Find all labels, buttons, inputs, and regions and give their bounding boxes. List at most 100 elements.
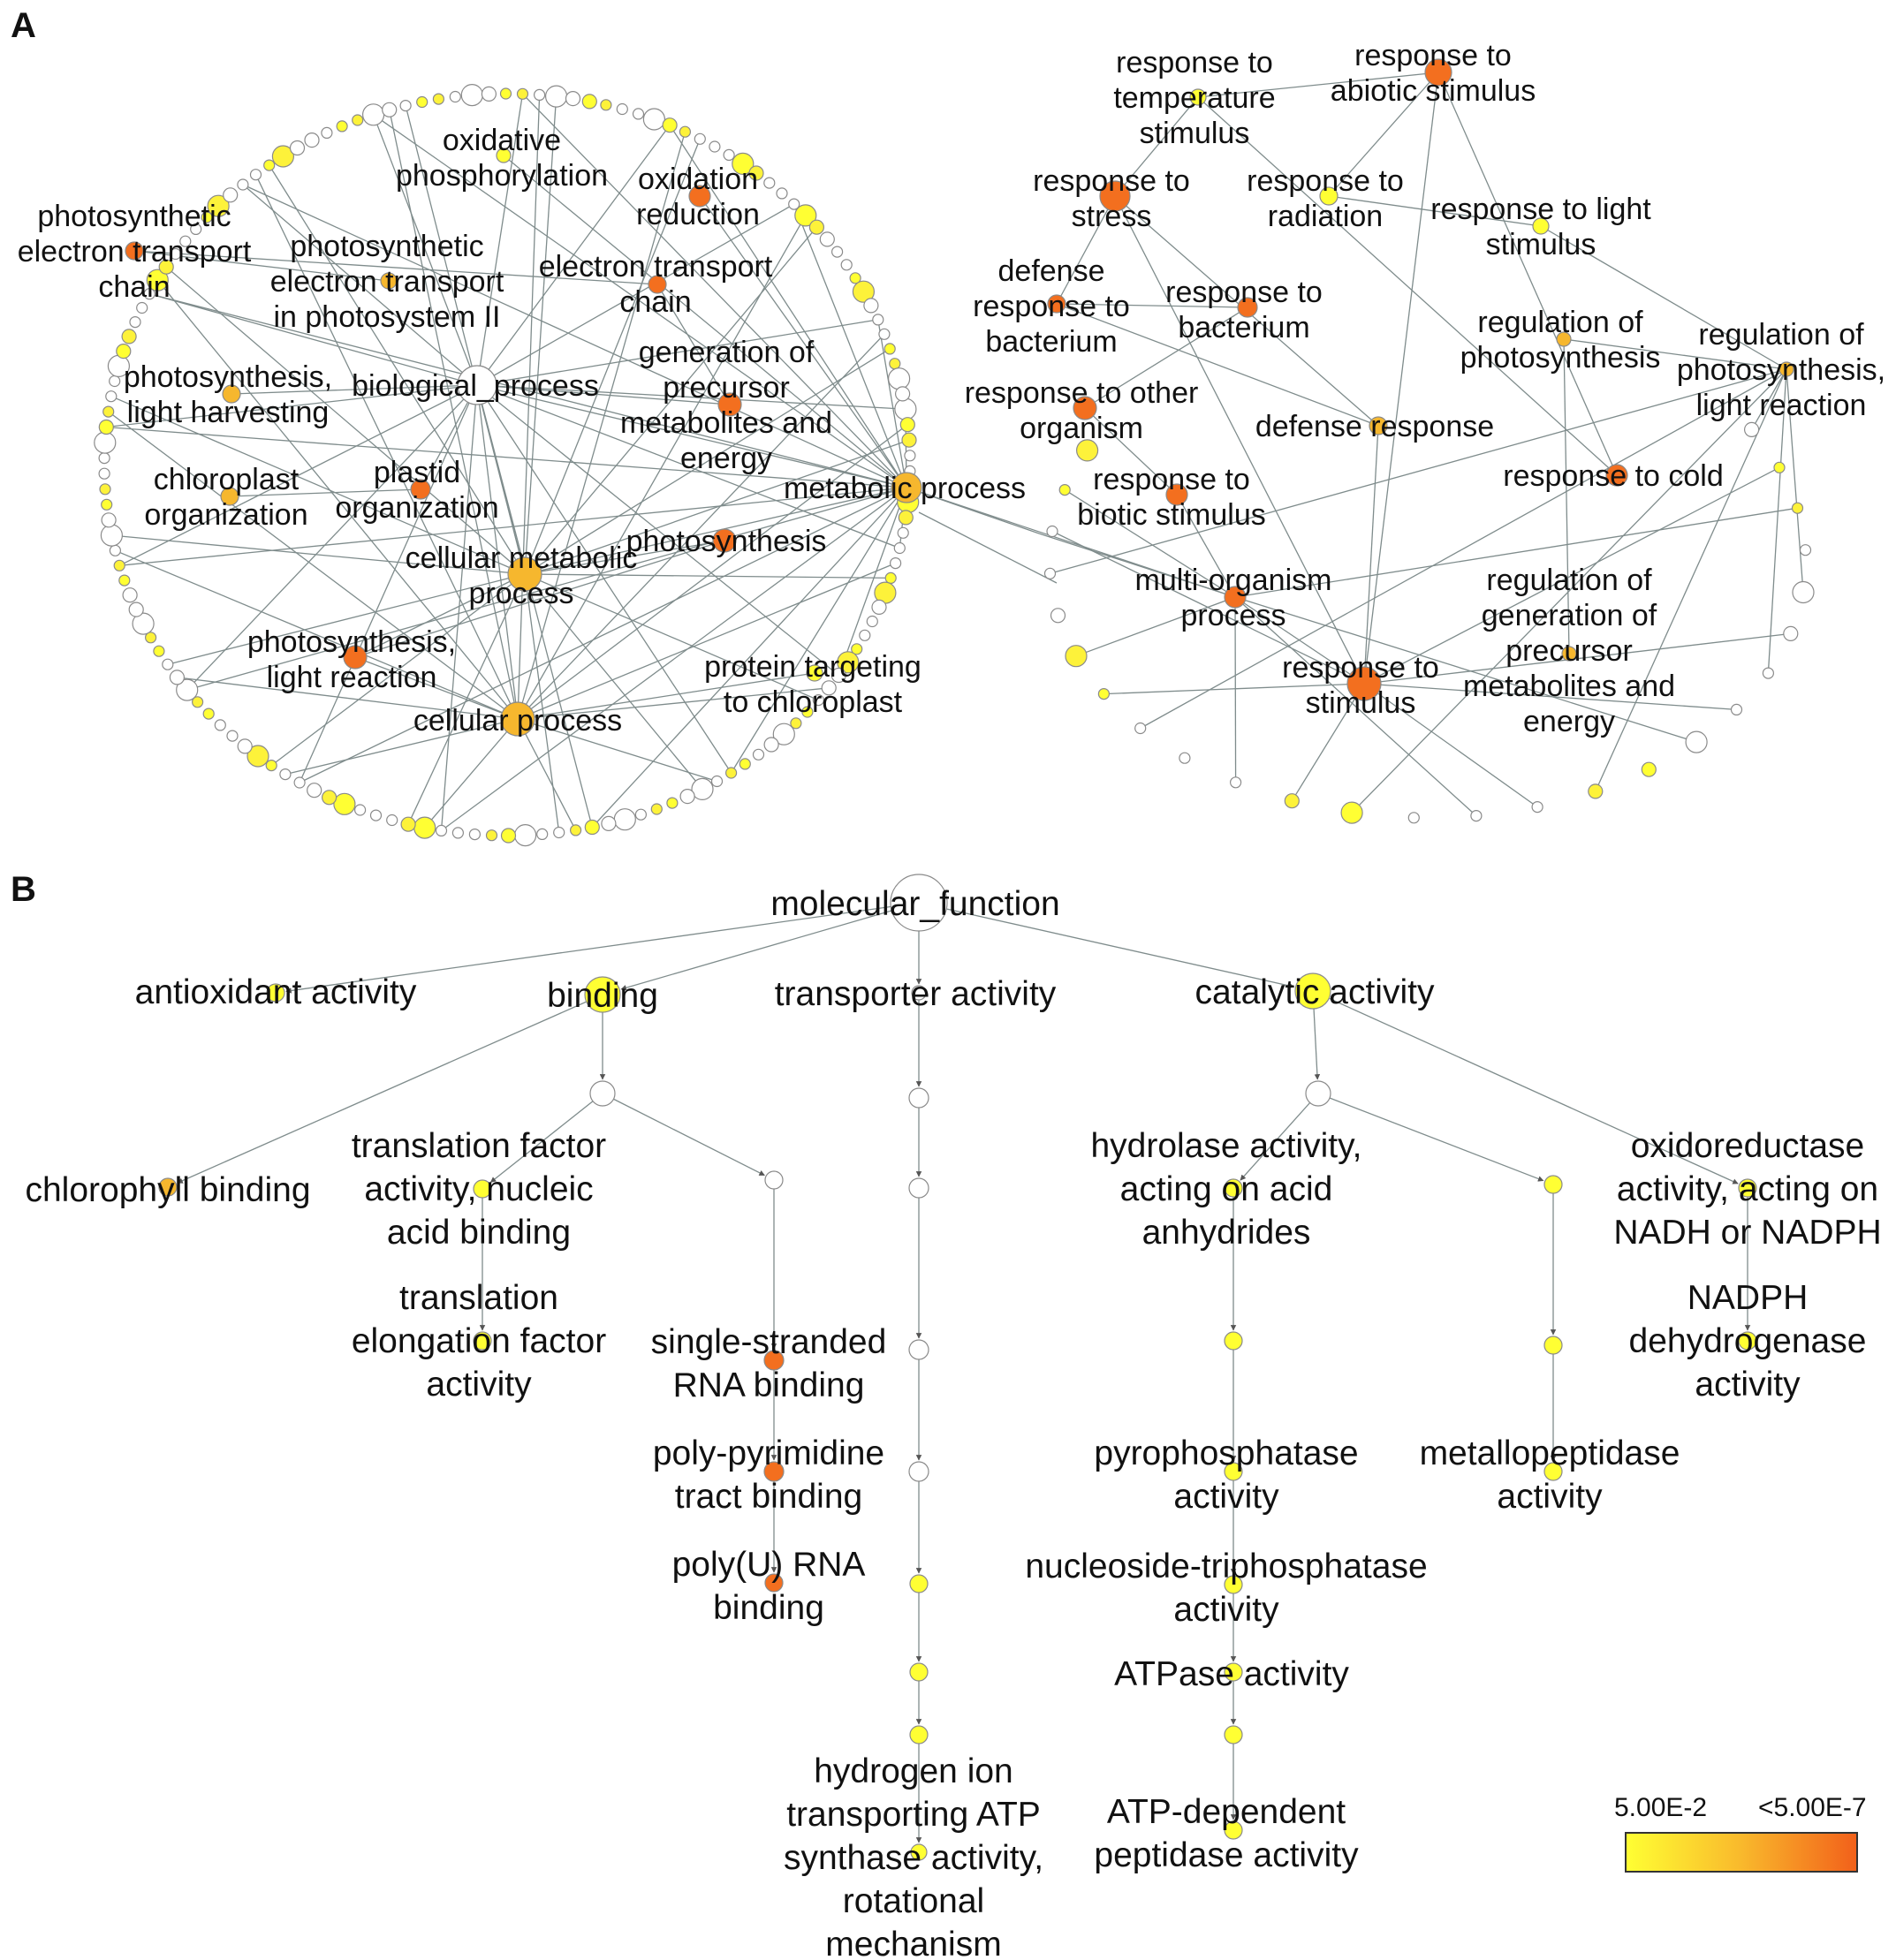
network-edge [731, 487, 907, 774]
bp-node-resp_stress [1099, 180, 1131, 212]
network-node [1046, 525, 1058, 538]
network-edge [1595, 368, 1787, 792]
mf-intermediate-node [1224, 1725, 1243, 1744]
network-node [400, 816, 416, 832]
mf-label-atpase: ATPase activity [1114, 1655, 1349, 1693]
network-edge [517, 562, 896, 720]
mf-label-line: hydrolase activity, [1090, 1127, 1361, 1165]
mf-label-line: anhydrides [1142, 1214, 1311, 1252]
network-edge [372, 114, 478, 386]
network-node [207, 194, 230, 217]
network-node [265, 759, 277, 772]
network-node [432, 93, 444, 105]
network-node [1229, 776, 1242, 789]
network-node [513, 823, 537, 847]
legend-gradient-bar [1625, 1832, 1858, 1873]
mf-label-line: rotational [843, 1882, 984, 1920]
bp-node-plastid_org [410, 479, 431, 500]
network-node [1799, 544, 1812, 556]
bp-node-ps_harvest [222, 384, 241, 404]
panel-label-a: A [11, 6, 36, 45]
network-node [565, 90, 581, 107]
mf-label-line: activity, acting on [1617, 1170, 1878, 1208]
network-edge [517, 95, 541, 720]
network-node [871, 599, 887, 616]
network-node [899, 417, 915, 433]
network-edge [476, 384, 839, 677]
network-edge [1767, 368, 1787, 674]
network-node [307, 783, 322, 798]
network-node [584, 819, 600, 836]
network-edge [522, 93, 907, 488]
mf-node-catalytic [1294, 972, 1331, 1010]
mf-node-chlorophyll [158, 1177, 178, 1197]
network-node [889, 358, 901, 370]
network-node [289, 140, 306, 156]
bp-node-resp_cold [1605, 464, 1628, 487]
network-node [709, 140, 721, 153]
bp-node-cell_metab [507, 556, 542, 592]
network-edge [476, 384, 906, 410]
bp-label-line: regulation of [1698, 318, 1864, 352]
network-edge [1328, 72, 1439, 197]
network-node [776, 187, 788, 200]
network-node [136, 301, 148, 314]
bp-label-line: chloroplast [154, 463, 300, 496]
network-edge [517, 718, 717, 783]
network-node [533, 88, 546, 102]
tree-edge [285, 902, 920, 994]
network-edge [108, 411, 519, 720]
bp-label-line: temperature [1113, 81, 1275, 115]
network-edge [524, 96, 557, 575]
mf-intermediate-node [589, 1080, 616, 1107]
network-node [129, 316, 141, 329]
network-edge [1197, 72, 1439, 98]
tree-edge [1312, 990, 1739, 1184]
mf-label-line: activity, nucleic [364, 1170, 593, 1208]
bp-label-line: response to [1165, 276, 1323, 309]
network-node [516, 87, 529, 100]
network-node [145, 632, 157, 644]
bp-label-line: photosynthetic [290, 230, 483, 263]
mf-label-line: dehydrogenase [1629, 1322, 1867, 1360]
bp-label-line: in photosystem II [273, 300, 500, 334]
network-edge [699, 195, 907, 488]
network-edge [354, 573, 526, 658]
network-node [369, 809, 383, 821]
bp-label-ps_light_rxn: photosynthesis,light reaction [247, 625, 456, 694]
network-node [1043, 567, 1057, 579]
network-node [399, 99, 412, 112]
bp-node-metabolic [891, 472, 922, 503]
mf-node-antioxidant [266, 983, 285, 1003]
network-node [118, 574, 131, 586]
bp-label-line: stimulus [1306, 686, 1416, 720]
network-edge [1075, 596, 1236, 657]
bp-node-oxphos [496, 148, 512, 163]
network-node [679, 125, 692, 138]
bp-label-line: electron transport [539, 250, 773, 284]
network-edge [517, 687, 830, 720]
network-edge [1786, 368, 1804, 593]
bp-label-line: response to cold [1503, 459, 1724, 493]
network-node [821, 680, 837, 696]
network-edge [1328, 195, 1542, 227]
network-edge [503, 155, 907, 488]
network-node [214, 719, 226, 731]
network-edge [1197, 96, 1618, 476]
network-node [98, 419, 114, 435]
bp-label-line: oxidative [443, 124, 561, 157]
mf-node-polyU [764, 1573, 784, 1593]
bp-label-bio_proc: biological_process [352, 369, 599, 403]
network-node [249, 169, 262, 181]
network-edge [270, 573, 526, 767]
bp-label-line: defense [998, 254, 1105, 288]
